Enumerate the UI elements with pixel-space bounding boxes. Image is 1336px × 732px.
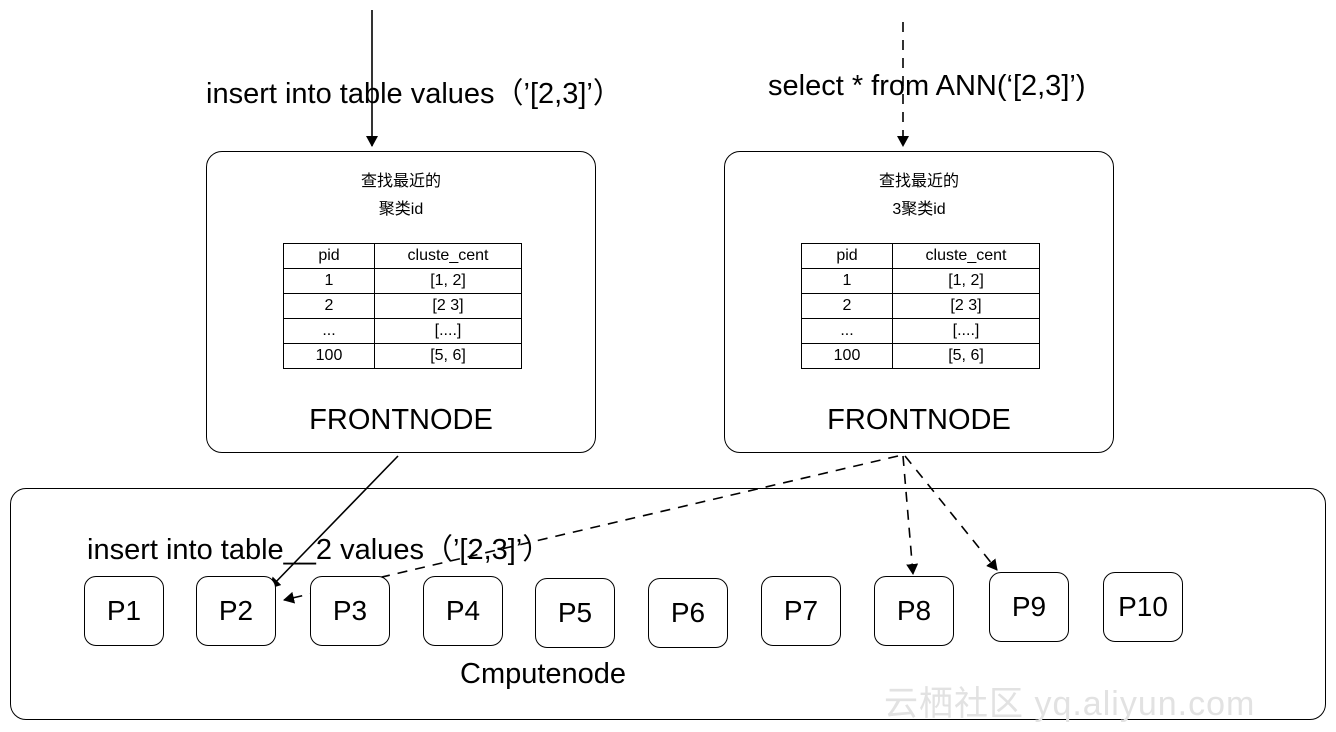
partition-label: P1	[106, 595, 142, 626]
partition-label: P5	[557, 597, 593, 628]
partition-p2: P2	[196, 576, 276, 646]
frontnode-1-label: FRONTNODE	[309, 404, 493, 436]
frontnode-2-note-line1: 查找最近的	[878, 173, 959, 190]
table-row: 100 [5, 6]	[283, 343, 522, 369]
partition-p1: P1	[84, 576, 164, 646]
partition-label: P4	[445, 595, 481, 626]
column-header: cluste_cent	[374, 243, 522, 269]
table-cell: 100	[801, 343, 893, 369]
column-header: pid	[283, 243, 375, 269]
table-cell: [1, 2]	[374, 268, 522, 294]
partition-p5: P5	[535, 578, 615, 648]
frontnode-1-lookup-table: pid cluste_cent 1 [1, 2] 2 [2 3] ... [..…	[283, 243, 522, 369]
partition-label: P6	[670, 597, 706, 628]
partition-p8: P8	[874, 576, 954, 646]
select-query-label: select * from ANN(‘[2,3]’)	[768, 70, 1086, 102]
table-cell: [2 3]	[892, 293, 1040, 319]
watermark: 云栖社区 yq.aliyun.com	[884, 685, 1256, 723]
table-row: 1 [1, 2]	[283, 268, 522, 294]
partition-p4: P4	[423, 576, 503, 646]
table-cell: 100	[283, 343, 375, 369]
insert-query-label: insert into table values（’[2,3]’）	[206, 78, 622, 110]
table-cell: 2	[801, 293, 893, 319]
table-row: ... [....]	[801, 318, 1040, 344]
table-cell: [5, 6]	[892, 343, 1040, 369]
partition-p10: P10	[1103, 572, 1183, 642]
table-cell: [5, 6]	[374, 343, 522, 369]
table-cell: [2 3]	[374, 293, 522, 319]
table-cell: 1	[801, 268, 893, 294]
partition-p7: P7	[761, 576, 841, 646]
partition-label: P2	[218, 595, 254, 626]
table-cell: [....]	[374, 318, 522, 344]
table-row: ... [....]	[283, 318, 522, 344]
partition-p6: P6	[648, 578, 728, 648]
partition-label: P7	[783, 595, 819, 626]
partition-label: P9	[1011, 591, 1047, 622]
frontnode-2-label: FRONTNODE	[827, 404, 1011, 436]
computenode-box	[10, 488, 1326, 720]
table-cell: [1, 2]	[892, 268, 1040, 294]
partition-label: P3	[332, 595, 368, 626]
table-row: 2 [2 3]	[283, 293, 522, 319]
table-header-row: pid cluste_cent	[801, 243, 1040, 269]
column-header: cluste_cent	[892, 243, 1040, 269]
table-cell: [....]	[892, 318, 1040, 344]
table-cell: ...	[283, 318, 375, 344]
table-row: 2 [2 3]	[801, 293, 1040, 319]
frontnode-1-note-line2: 聚类id	[378, 201, 424, 218]
column-header: pid	[801, 243, 893, 269]
table-cell: 2	[283, 293, 375, 319]
frontnode-1-note-line1: 查找最近的	[360, 173, 441, 190]
partition-label: P8	[896, 595, 932, 626]
partition-label: P10	[1118, 591, 1168, 622]
computenode-label: Cmputenode	[460, 658, 627, 690]
table-cell: 1	[283, 268, 375, 294]
table-row: 100 [5, 6]	[801, 343, 1040, 369]
compute-insert-label: insert into table__2 values（’[2,3]’）	[87, 534, 552, 566]
frontnode-2-note-line2: 3聚类id	[892, 201, 946, 218]
frontnode-box-1: 查找最近的 聚类id pid cluste_cent 1 [1, 2] 2 [2…	[206, 151, 596, 453]
table-cell: ...	[801, 318, 893, 344]
partition-p3: P3	[310, 576, 390, 646]
frontnode-box-2: 查找最近的 3聚类id pid cluste_cent 1 [1, 2] 2 […	[724, 151, 1114, 453]
table-header-row: pid cluste_cent	[283, 243, 522, 269]
table-row: 1 [1, 2]	[801, 268, 1040, 294]
partition-p9: P9	[989, 572, 1069, 642]
frontnode-2-lookup-table: pid cluste_cent 1 [1, 2] 2 [2 3] ... [..…	[801, 243, 1040, 369]
